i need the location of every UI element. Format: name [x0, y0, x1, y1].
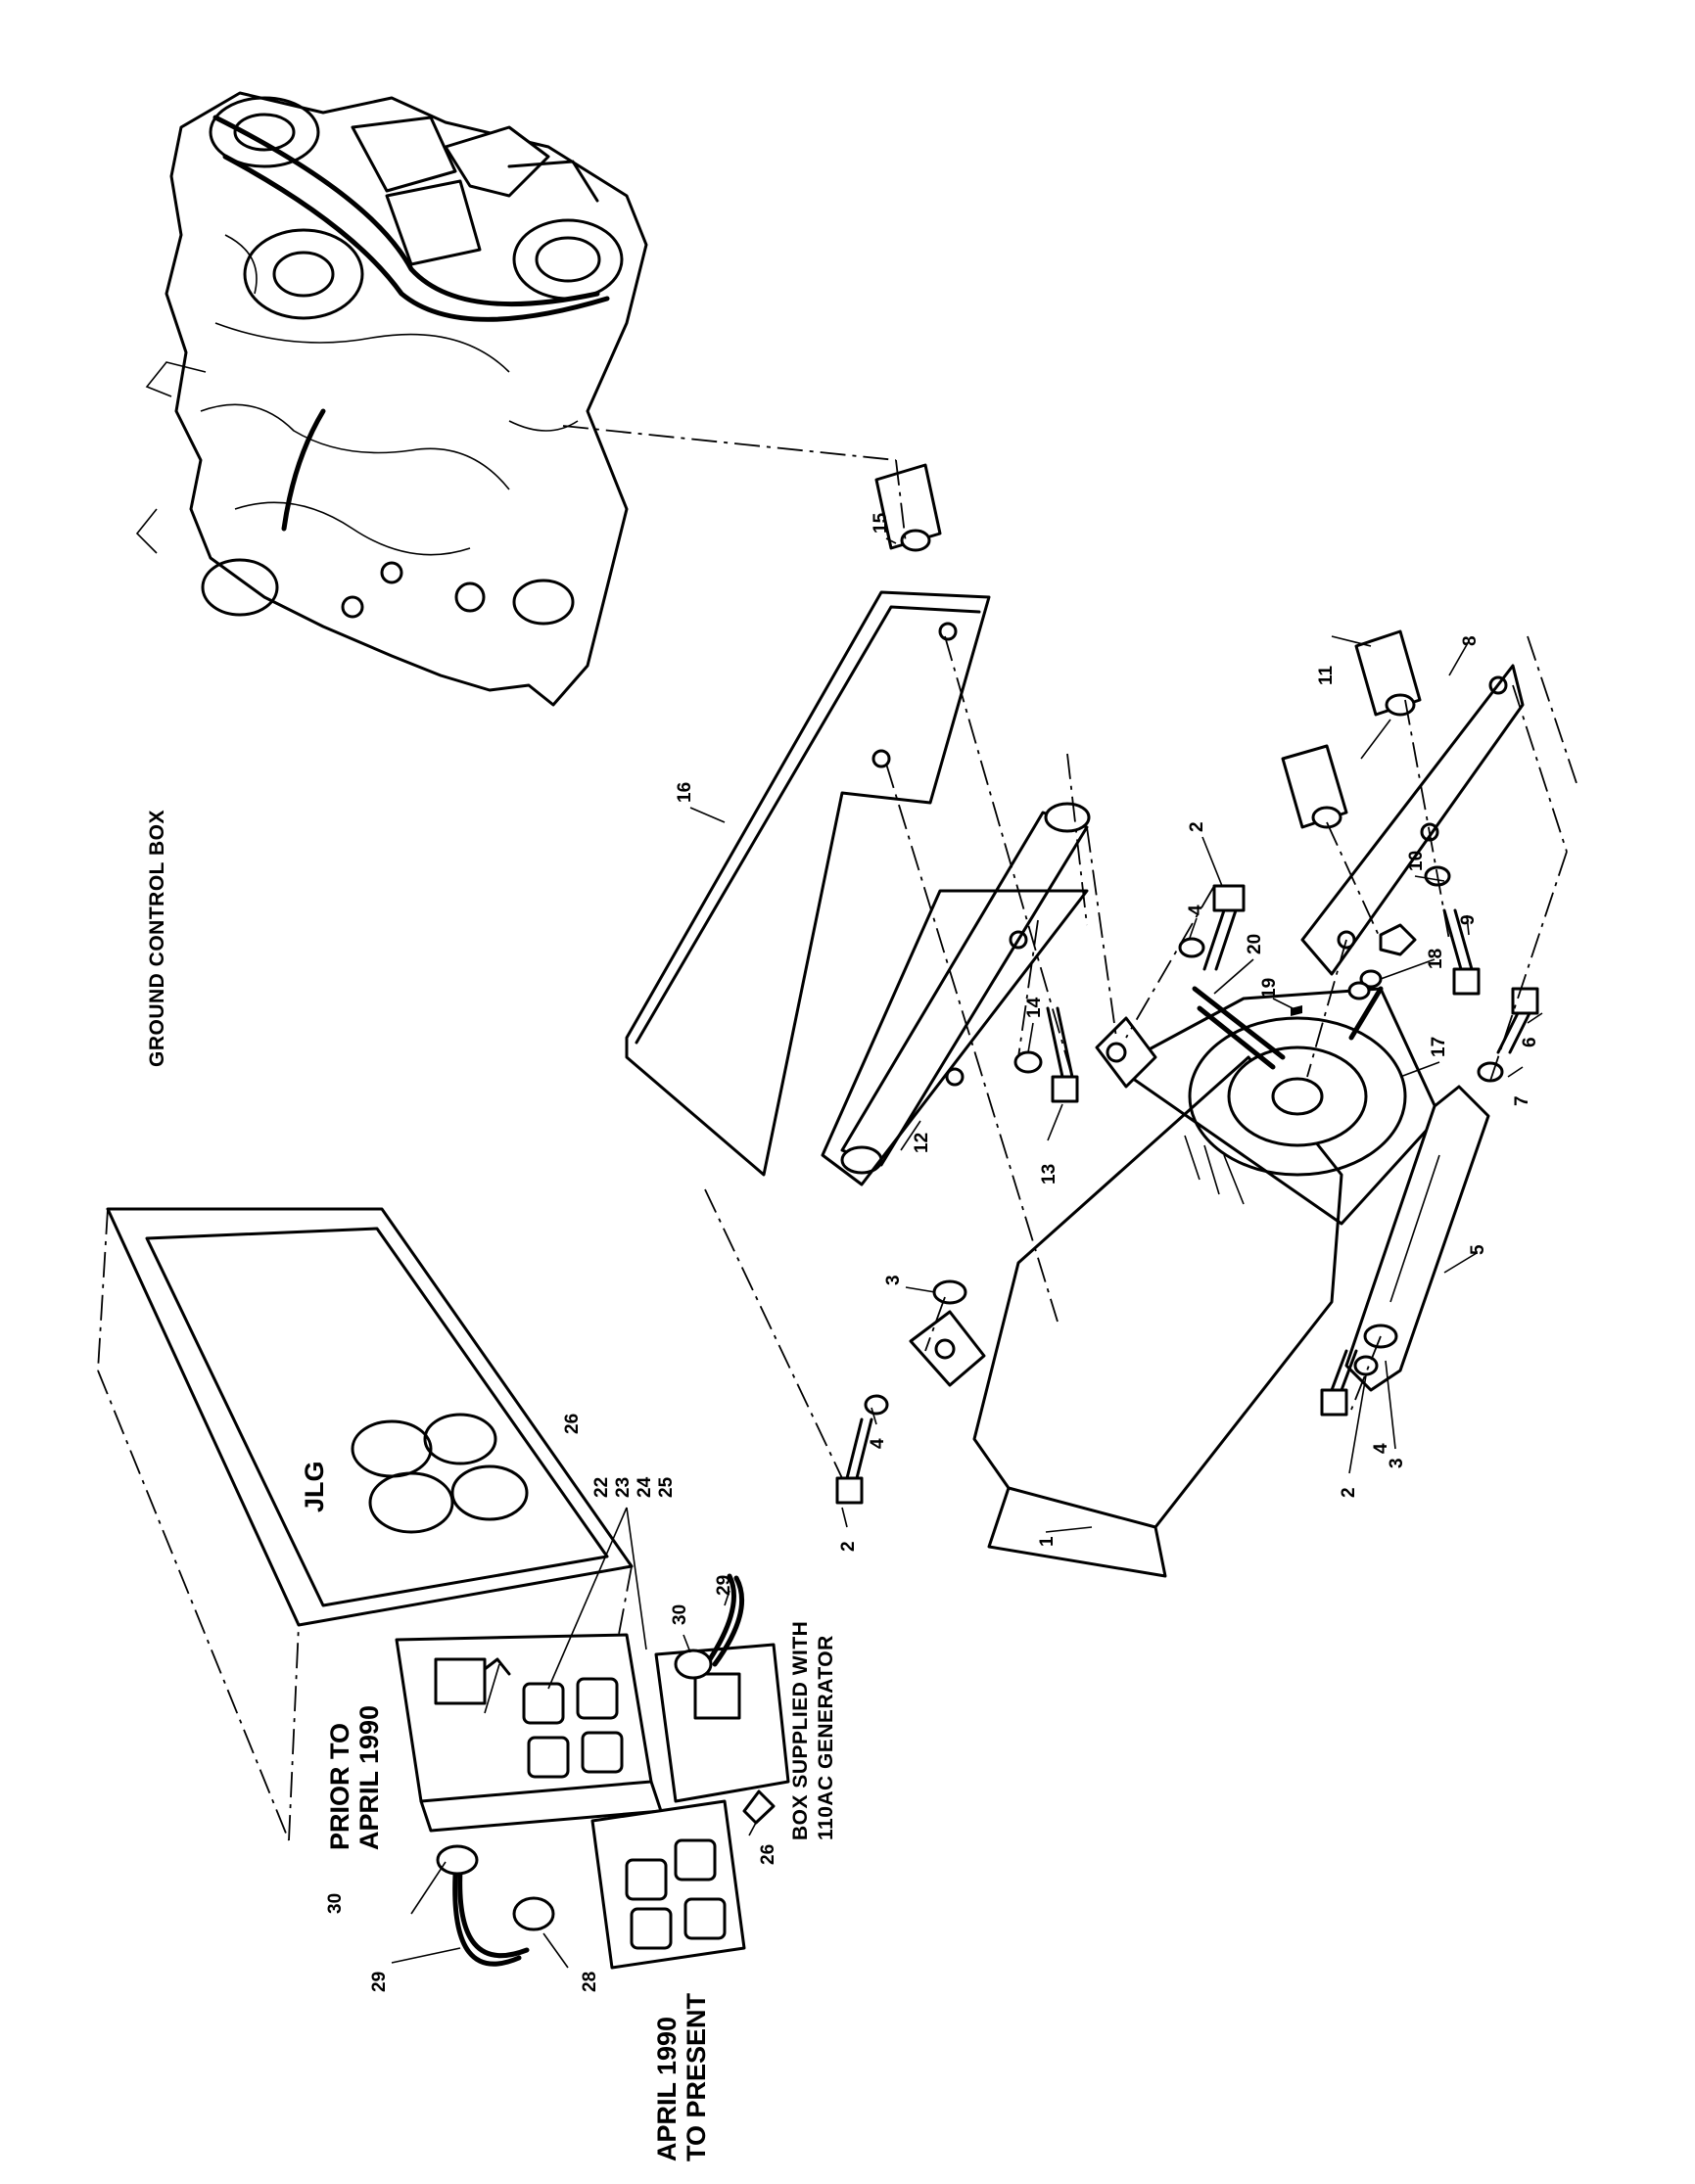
engine-assembly	[135, 91, 648, 707]
callout-22: 22	[591, 1477, 612, 1498]
callout-8: 8	[1460, 635, 1481, 646]
callout-6: 6	[1520, 1037, 1540, 1047]
callout-4-right: 4	[1371, 1443, 1391, 1454]
callout-3-left: 3	[883, 1275, 904, 1285]
callout-9: 9	[1458, 914, 1479, 925]
callout-14: 14	[1024, 997, 1045, 1018]
callout-29-right: 29	[714, 1575, 734, 1596]
callout-3-right: 3	[1387, 1458, 1407, 1468]
callout-29-left: 29	[369, 1972, 390, 1992]
callout-7: 7	[1512, 1095, 1532, 1106]
caption-ground-control-box: GROUND CONTROL BOX	[146, 810, 168, 1067]
outlet-box-present	[590, 1643, 790, 1970]
callout-30-right: 30	[670, 1604, 690, 1625]
generator	[909, 986, 1490, 1578]
callout-17: 17	[1429, 1037, 1449, 1057]
callout-10: 10	[1406, 851, 1427, 871]
caption-box-supplied-line1: BOX SUPPLIED WITH	[789, 1621, 812, 1840]
callout-1: 1	[1037, 1536, 1058, 1547]
caption-present-line2: TO PRESENT	[682, 1992, 711, 2161]
mounting-brackets	[625, 463, 1525, 1186]
callout-19: 19	[1259, 978, 1280, 999]
callout-4-upper: 4	[1186, 905, 1206, 915]
callout-2-right: 2	[1339, 1487, 1359, 1498]
callout-30-left: 30	[325, 1893, 346, 1914]
callout-2-left: 2	[838, 1541, 859, 1552]
callout-15: 15	[871, 512, 891, 534]
caption-prior-line2: APRIL 1990	[354, 1705, 384, 1850]
callout-2-upper: 2	[1187, 821, 1207, 832]
caption-prior-line1: PRIOR TO	[325, 1723, 354, 1850]
outlet-box-prior	[395, 1633, 663, 1833]
callout-5: 5	[1468, 1244, 1488, 1255]
callout-16: 16	[675, 782, 695, 803]
callout-12: 12	[912, 1133, 932, 1153]
ground-control-box: JLG	[97, 1207, 634, 1841]
callout-23: 23	[613, 1477, 634, 1498]
callout-11: 11	[1316, 665, 1337, 685]
leader-lines	[391, 425, 1577, 1969]
callout-numbers: 1 2 2 2 3 3 4 4 4 5 6 7 8 9 10 11 12 13 …	[325, 512, 1540, 1992]
callout-28: 28	[580, 1972, 600, 1992]
caption-present-line1: APRIL 1990	[652, 2017, 682, 2161]
callout-26-present: 26	[758, 1844, 778, 1865]
callout-24: 24	[635, 1476, 655, 1498]
callout-25: 25	[656, 1476, 677, 1498]
callout-13: 13	[1039, 1164, 1059, 1185]
hardware	[835, 865, 1539, 1505]
callout-18: 18	[1426, 949, 1446, 969]
captions: GROUND CONTROL BOX PRIOR TO APRIL 1990 A…	[146, 810, 837, 2161]
caption-box-supplied-line2: 110AC GENERATOR	[815, 1635, 837, 1840]
callout-26-prior: 26	[562, 1414, 583, 1434]
callout-4-left: 4	[868, 1438, 888, 1449]
power-cables	[436, 1573, 776, 1967]
callout-20: 20	[1245, 934, 1265, 954]
svg-text:JLG: JLG	[300, 1461, 329, 1512]
